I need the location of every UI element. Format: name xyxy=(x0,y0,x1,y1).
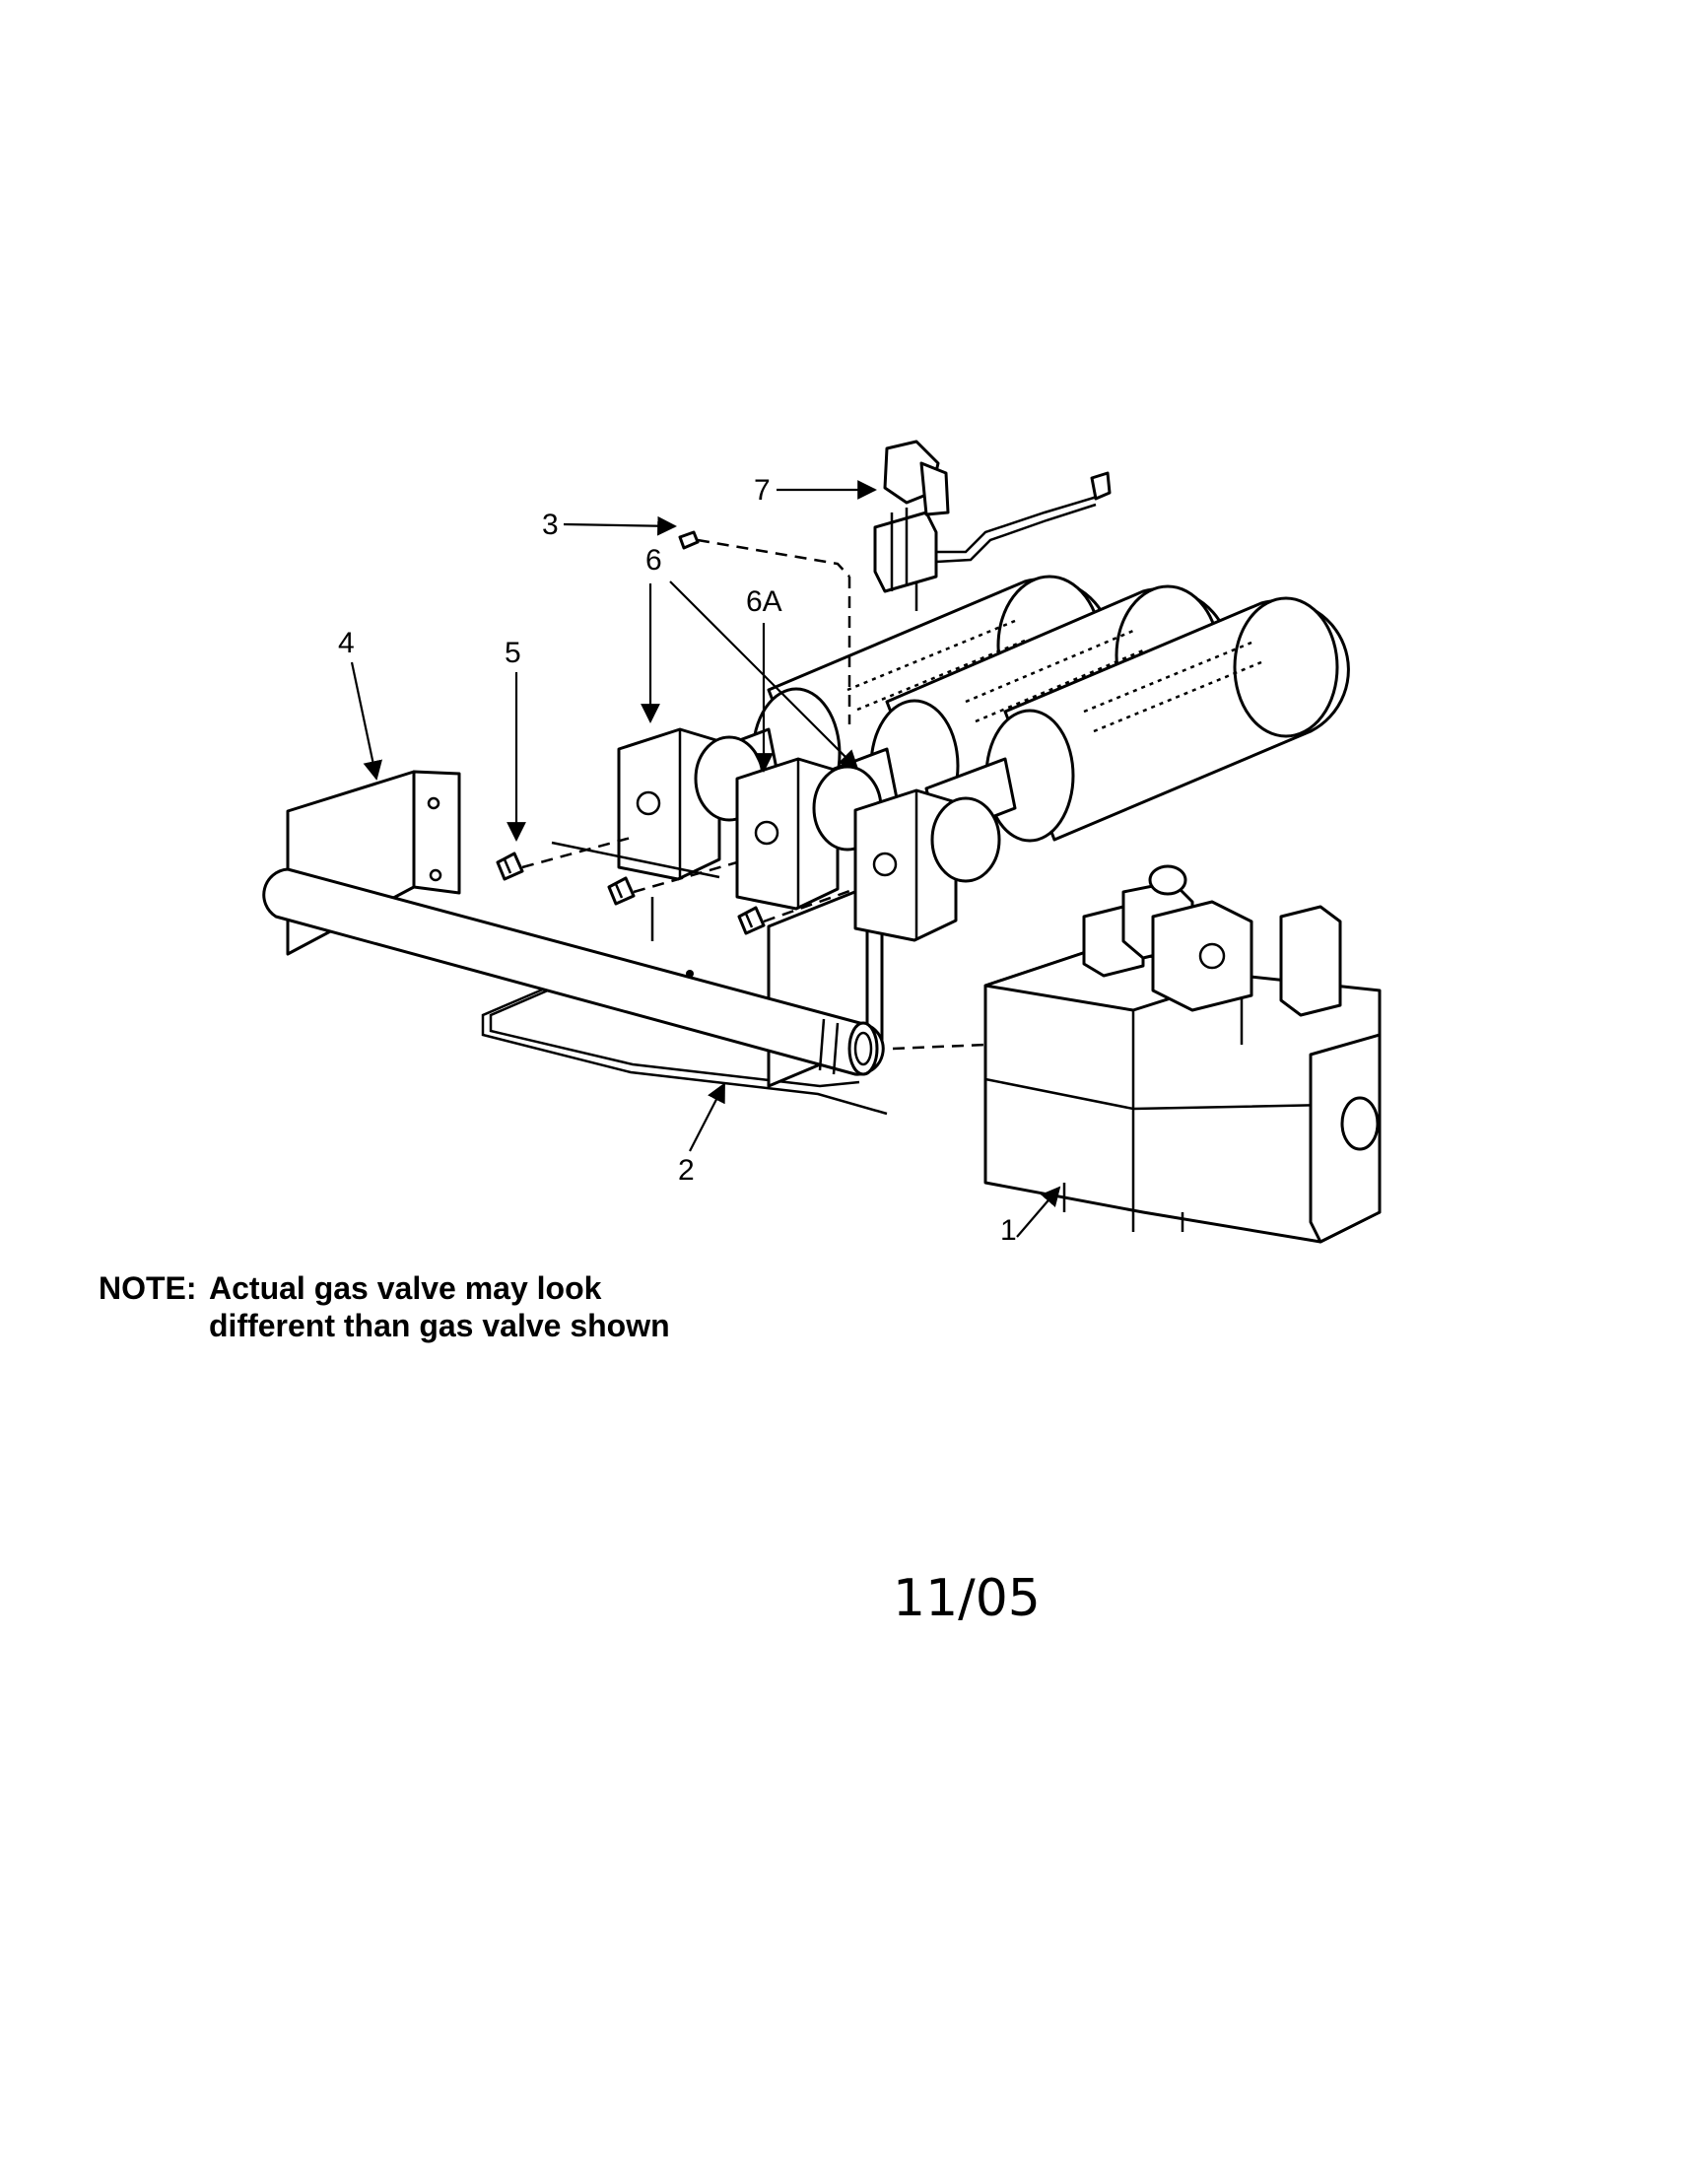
note-text-2: different than gas valve shown xyxy=(209,1308,670,1343)
manifold-pipe xyxy=(262,867,885,1076)
callout-7: 7 xyxy=(754,474,877,507)
note-label: NOTE: xyxy=(99,1270,197,1306)
orifices xyxy=(496,836,856,941)
callout-2-label: 2 xyxy=(678,1154,695,1187)
orifice-1 xyxy=(496,852,524,881)
callouts: 7 3 6 6A 4 5 2 1 xyxy=(338,474,1061,1247)
pilot-assembly xyxy=(873,440,1112,611)
callout-2: 2 xyxy=(678,1082,725,1187)
note-text-1: Actual gas valve may look xyxy=(209,1270,602,1306)
callout-3: 3 xyxy=(542,509,677,541)
callout-3-label: 3 xyxy=(542,509,559,541)
burner-block-3 xyxy=(853,788,1001,942)
callout-7-label: 7 xyxy=(754,474,771,507)
burner-blocks xyxy=(617,727,1001,942)
callout-6a: 6A xyxy=(746,585,782,773)
callout-1-label: 1 xyxy=(1000,1214,1017,1247)
orifice-2 xyxy=(607,876,636,906)
burner-tubes xyxy=(688,575,1350,843)
callout-4-label: 4 xyxy=(338,627,355,659)
callout-1: 1 xyxy=(1000,1186,1061,1247)
pilot-screw xyxy=(678,530,851,724)
callout-5-label: 5 xyxy=(505,637,521,669)
gas-valve xyxy=(892,864,1382,1244)
note-line-1: NOTE: Actual gas valve may look xyxy=(99,1269,670,1307)
callout-6a-label: 6A xyxy=(746,585,782,618)
burner-block-2 xyxy=(735,757,883,911)
callout-6-label: 6 xyxy=(645,544,662,577)
note-block: NOTE: Actual gas valve may look different… xyxy=(99,1269,670,1344)
callout-4: 4 xyxy=(338,627,382,781)
burner-tube-3 xyxy=(984,596,1350,843)
orifice-3 xyxy=(737,906,766,935)
callout-5: 5 xyxy=(505,637,526,842)
date-stamp: 11/05 xyxy=(893,1569,1041,1628)
